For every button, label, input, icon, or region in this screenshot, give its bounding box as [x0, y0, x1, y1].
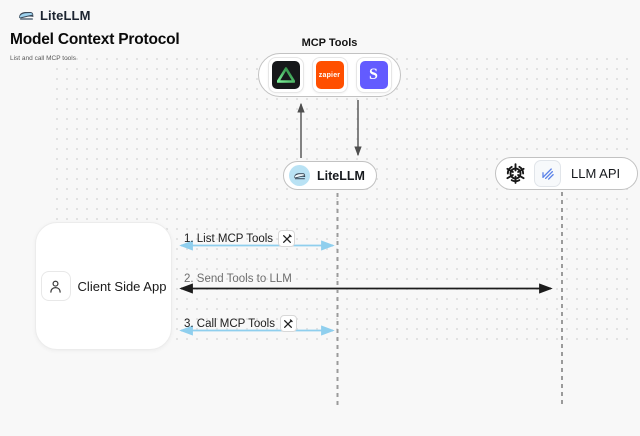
zapier-icon: zapier [315, 61, 344, 89]
litellm-node-label: LiteLLM [317, 168, 365, 183]
brand-logo-row: LiteLLM [18, 8, 91, 23]
tool-chip-triangle [267, 57, 304, 93]
message-3-label: 3. Call MCP Tools [184, 317, 275, 330]
message-1-label: 1. List MCP Tools [184, 232, 274, 245]
litellm-node: LiteLLM [283, 161, 377, 190]
provider-chip [534, 160, 561, 187]
client-side-app-node: Client Side App [35, 222, 172, 350]
message-2-label: 2. Send Tools to LLM [184, 273, 292, 285]
llm-api-node-label: LLM API [571, 166, 621, 181]
tools-icon [279, 315, 297, 332]
page-subtitle: List and call MCP tools [10, 55, 76, 62]
mcp-tools-label: MCP Tools [301, 37, 358, 49]
tools-icon [278, 230, 296, 247]
stripe-letter: S [369, 66, 378, 83]
llm-api-node: LLM API [495, 157, 638, 190]
page-title: Model Context Protocol [10, 31, 180, 48]
mcp-tools-node: zapier S [258, 53, 401, 97]
stripe-icon: S [359, 61, 388, 89]
message-2-send-tools-to-llm: 2. Send Tools to LLM [184, 273, 292, 285]
client-node-label: Client Side App [77, 278, 167, 294]
litellm-logo-icon [289, 165, 310, 186]
message-3-call-mcp-tools: 3. Call MCP Tools [184, 315, 297, 332]
zapier-wordmark: zapier [318, 71, 341, 79]
litellm-train-icon [18, 9, 34, 22]
openai-icon [503, 161, 528, 186]
message-1-list-mcp-tools: 1. List MCP Tools [184, 230, 296, 247]
person-chip [40, 271, 71, 301]
tool-chip-stripe: S [355, 57, 392, 93]
brand-name: LiteLLM [40, 8, 91, 23]
tool-chip-zapier: zapier [311, 57, 348, 93]
green-triangle-icon [271, 61, 300, 89]
blue-feather-icon [540, 166, 555, 181]
person-icon [47, 278, 64, 295]
